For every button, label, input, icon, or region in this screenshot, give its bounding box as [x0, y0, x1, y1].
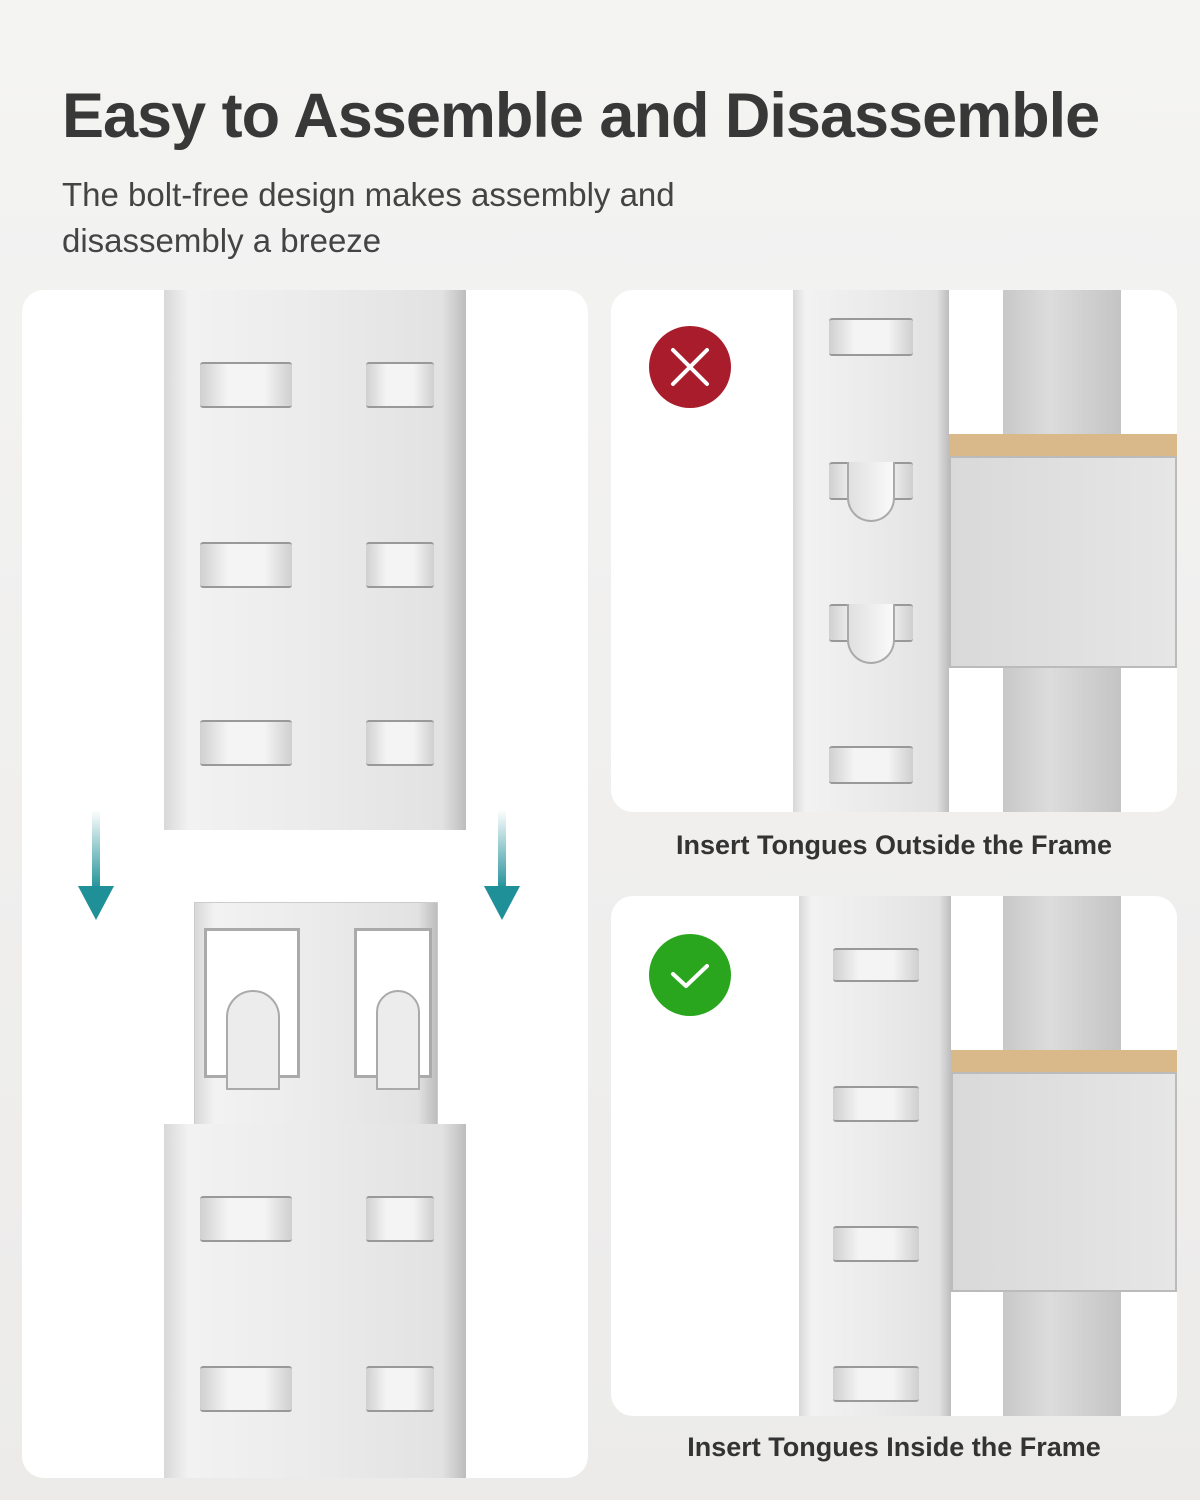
page-title: Easy to Assemble and Disassemble: [62, 81, 1100, 151]
shelf-board: [949, 434, 1177, 456]
post-slot: [829, 318, 913, 356]
tongue-outside: [847, 462, 895, 522]
post-slot: [829, 746, 913, 784]
x-icon: [649, 326, 731, 408]
check-icon: [649, 934, 731, 1016]
post-slot: [833, 948, 919, 982]
correct-example-card: [611, 896, 1177, 1416]
post-slot: [366, 1366, 434, 1412]
down-arrow-icon: [484, 810, 520, 920]
caption-incorrect: Insert Tongues Outside the Frame: [675, 830, 1113, 860]
post-slot: [200, 1366, 292, 1412]
post-slot: [366, 1196, 434, 1242]
connector-tongue: [376, 990, 420, 1090]
post-slot: [200, 1196, 292, 1242]
post-slot: [833, 1366, 919, 1402]
lower-post: [164, 1124, 466, 1478]
upright-post: [799, 896, 951, 1416]
incorrect-example-card: [611, 290, 1177, 812]
shelf-beam: [949, 456, 1177, 668]
shelf-beam: [951, 1072, 1177, 1292]
subtitle-line-1: The bolt-free design makes assembly and: [62, 176, 675, 213]
caption-correct: Insert Tongues Inside the Frame: [687, 1432, 1101, 1462]
down-arrow-icon: [78, 810, 114, 920]
post-slot: [200, 362, 292, 408]
post-slot: [833, 1226, 919, 1262]
subtitle: The bolt-free design makes assembly and …: [62, 172, 822, 264]
post-slot: [833, 1086, 919, 1122]
post-slot: [200, 542, 292, 588]
shelf-board: [951, 1050, 1177, 1072]
upright-post: [793, 290, 949, 812]
assembly-illustration-card: [22, 290, 588, 1478]
post-slot: [200, 720, 292, 766]
post-slot: [366, 362, 434, 408]
post-slot: [366, 542, 434, 588]
subtitle-line-2: disassembly a breeze: [62, 222, 382, 259]
connector-tongue: [226, 990, 280, 1090]
tongue-outside: [847, 604, 895, 664]
post-slot: [366, 720, 434, 766]
